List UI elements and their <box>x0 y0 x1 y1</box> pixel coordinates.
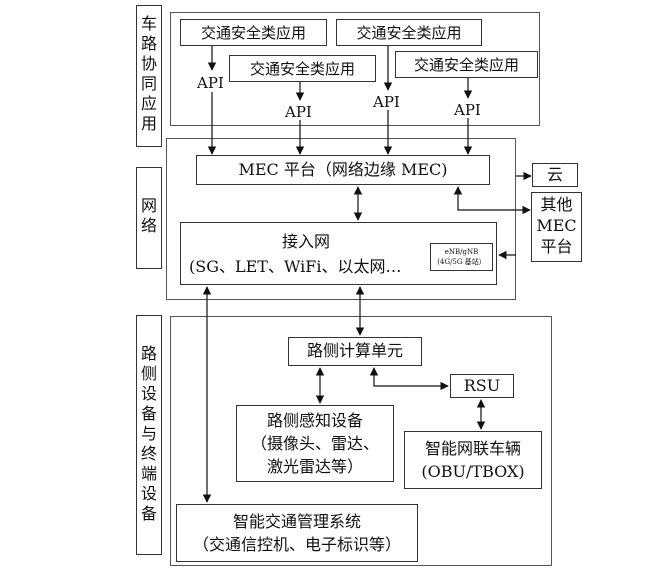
base-station-line1: eNB/gNB <box>444 248 479 256</box>
label-box-v2x-application: 车 路 协 同 应 用 <box>136 5 162 147</box>
traffic-management-box: 智能交通管理系统 （交通信控机、电子标识等） <box>176 504 418 562</box>
arrow-roadside-unit-rsu <box>369 367 449 391</box>
cloud-box: 云 <box>532 163 578 187</box>
app-label-1: 交通安全类应用 <box>200 24 306 42</box>
region-network-layer <box>166 138 516 300</box>
roadside-sensing-line3: 激光雷达等） <box>266 457 363 476</box>
app-box-3: 交通安全类应用 <box>229 55 376 82</box>
api-label-1: API <box>197 74 224 92</box>
roadside-sensing-line1: 路侧感知设备 <box>266 411 363 430</box>
label-box-network: 网 络 <box>136 167 162 269</box>
other-mec-box: 其他 MEC 平台 <box>531 192 582 262</box>
roadside-sensing-line2: （摄像头、雷达、 <box>250 434 379 453</box>
label-network: 网 络 <box>140 196 157 235</box>
rsu-label: RSU <box>463 376 501 395</box>
connected-vehicle-line2: (OBU/TBOX) <box>421 462 525 481</box>
roadside-compute-unit-box: 路侧计算单元 <box>288 337 422 366</box>
traffic-management-line1: 智能交通管理系统 <box>232 512 361 531</box>
arrow-mec-other-mec <box>453 186 531 215</box>
api-label-4: API <box>454 101 481 119</box>
app-label-3: 交通安全类应用 <box>249 60 355 78</box>
app-box-1: 交通安全类应用 <box>180 19 327 46</box>
connected-vehicle-box: 智能网联车辆 (OBU/TBOX) <box>404 431 542 489</box>
access-network-subtitle: (SG、LET、WiFi、以太网… <box>189 257 402 276</box>
cloud-label: 云 <box>546 165 563 184</box>
api-label-3: API <box>373 93 400 111</box>
connected-vehicle-line1: 智能网联车辆 <box>424 439 521 458</box>
other-mec-line3: 平台 <box>540 237 573 256</box>
other-mec-line2: MEC <box>536 216 577 235</box>
access-network-title: 接入网 <box>281 232 330 251</box>
rsu-box: RSU <box>450 374 514 398</box>
base-station-line2: (4G/5G 基站） <box>437 258 486 266</box>
mec-platform-box: MEC 平台（网络边缘 MEC) <box>196 155 490 185</box>
app-box-2: 交通安全类应用 <box>336 19 482 46</box>
region-application-layer <box>170 12 540 126</box>
mec-platform-label: MEC 平台（网络边缘 MEC) <box>238 160 448 179</box>
label-v2x-application: 车 路 协 同 应 用 <box>140 14 157 133</box>
app-label-4: 交通安全类应用 <box>413 56 519 74</box>
label-box-roadside-devices: 路 侧 设 备 与 终 端 设 备 <box>136 315 162 555</box>
access-network-box: 接入网 (SG、LET、WiFi、以太网… eNB/gNB (4G/5G 基站） <box>180 222 497 285</box>
app-box-4: 交通安全类应用 <box>395 51 538 78</box>
traffic-management-line2: （交通信控机、电子标识等） <box>192 535 401 554</box>
other-mec-line1: 其他 <box>540 195 573 214</box>
app-label-2: 交通安全类应用 <box>356 24 462 42</box>
base-station-box: eNB/gNB (4G/5G 基站） <box>430 243 493 271</box>
roadside-compute-unit-label: 路侧计算单元 <box>306 341 403 360</box>
api-label-2: API <box>285 103 312 121</box>
roadside-sensing-box: 路侧感知设备 （摄像头、雷达、 激光雷达等） <box>236 405 394 482</box>
label-roadside-devices: 路 侧 设 备 与 终 端 设 备 <box>140 344 157 523</box>
